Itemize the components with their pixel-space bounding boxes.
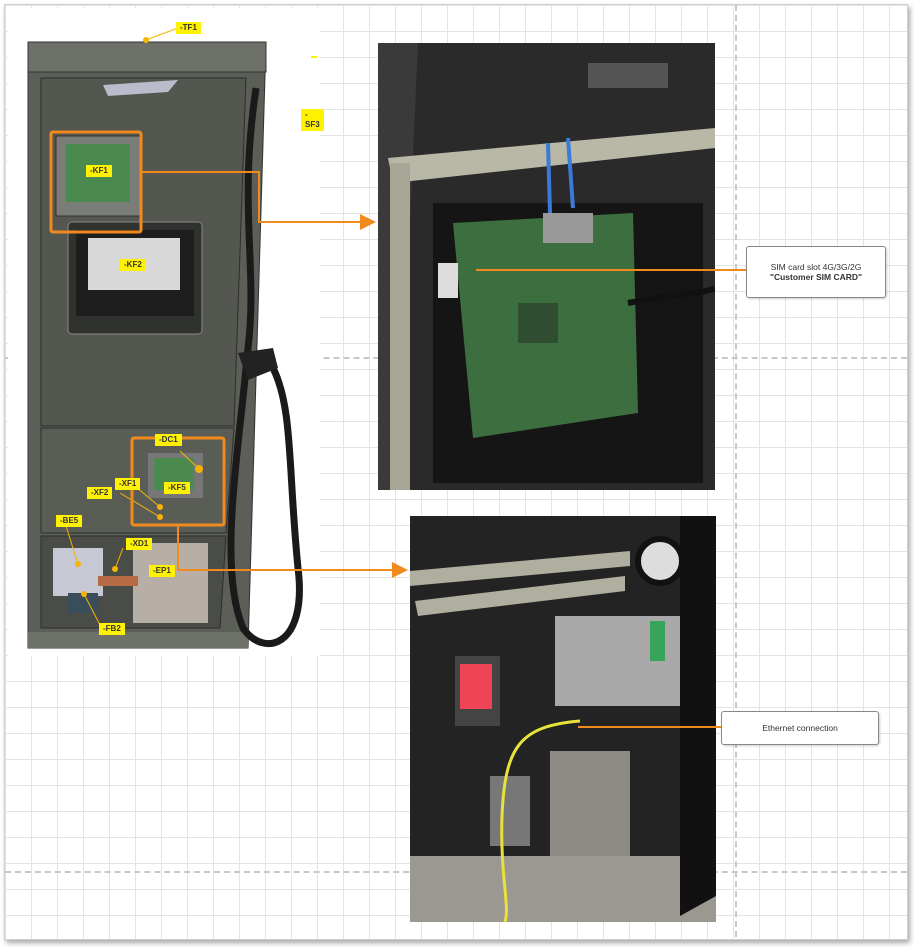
charger-drawing: -TF1 -SF3 -KF1 -KF2 -DC1 -XF1 -XF2 -KF5 … [8, 8, 324, 656]
label-sf3: -SF3 [301, 109, 324, 131]
page-divider [735, 5, 737, 937]
ethernet-cabinet-photo [410, 516, 716, 923]
label-xf1: -XF1 [115, 478, 141, 490]
sim-callout-line2: "Customer SIM CARD" [769, 272, 863, 282]
label-tf1: -TF1 [176, 22, 201, 34]
controller-board-image [378, 43, 717, 490]
label-dc1: -DC1 [155, 434, 182, 446]
controller-board-photo [378, 43, 717, 490]
ethernet-callout-text: Ethernet connection [762, 723, 838, 733]
charger-drawing-image [27, 27, 303, 649]
sim-callout-line1: SIM card slot 4G/3G/2G [770, 262, 862, 272]
label-fb2: -FB2 [99, 623, 125, 635]
label-ep1: -EP1 [149, 565, 175, 577]
label-kf2: -KF2 [120, 259, 146, 271]
ethernet-callout: Ethernet connection [721, 711, 879, 745]
label-kf5: -KF5 [164, 482, 190, 494]
label-xf2: -XF2 [87, 487, 113, 499]
label-be5: -BE5 [56, 515, 83, 527]
ethernet-cabinet-image [410, 516, 716, 923]
sim-card-callout: SIM card slot 4G/3G/2G "Customer SIM CAR… [746, 246, 886, 298]
label-xd1: -XD1 [126, 538, 153, 550]
label-kf1: -KF1 [86, 165, 112, 177]
label-partial [311, 56, 317, 58]
